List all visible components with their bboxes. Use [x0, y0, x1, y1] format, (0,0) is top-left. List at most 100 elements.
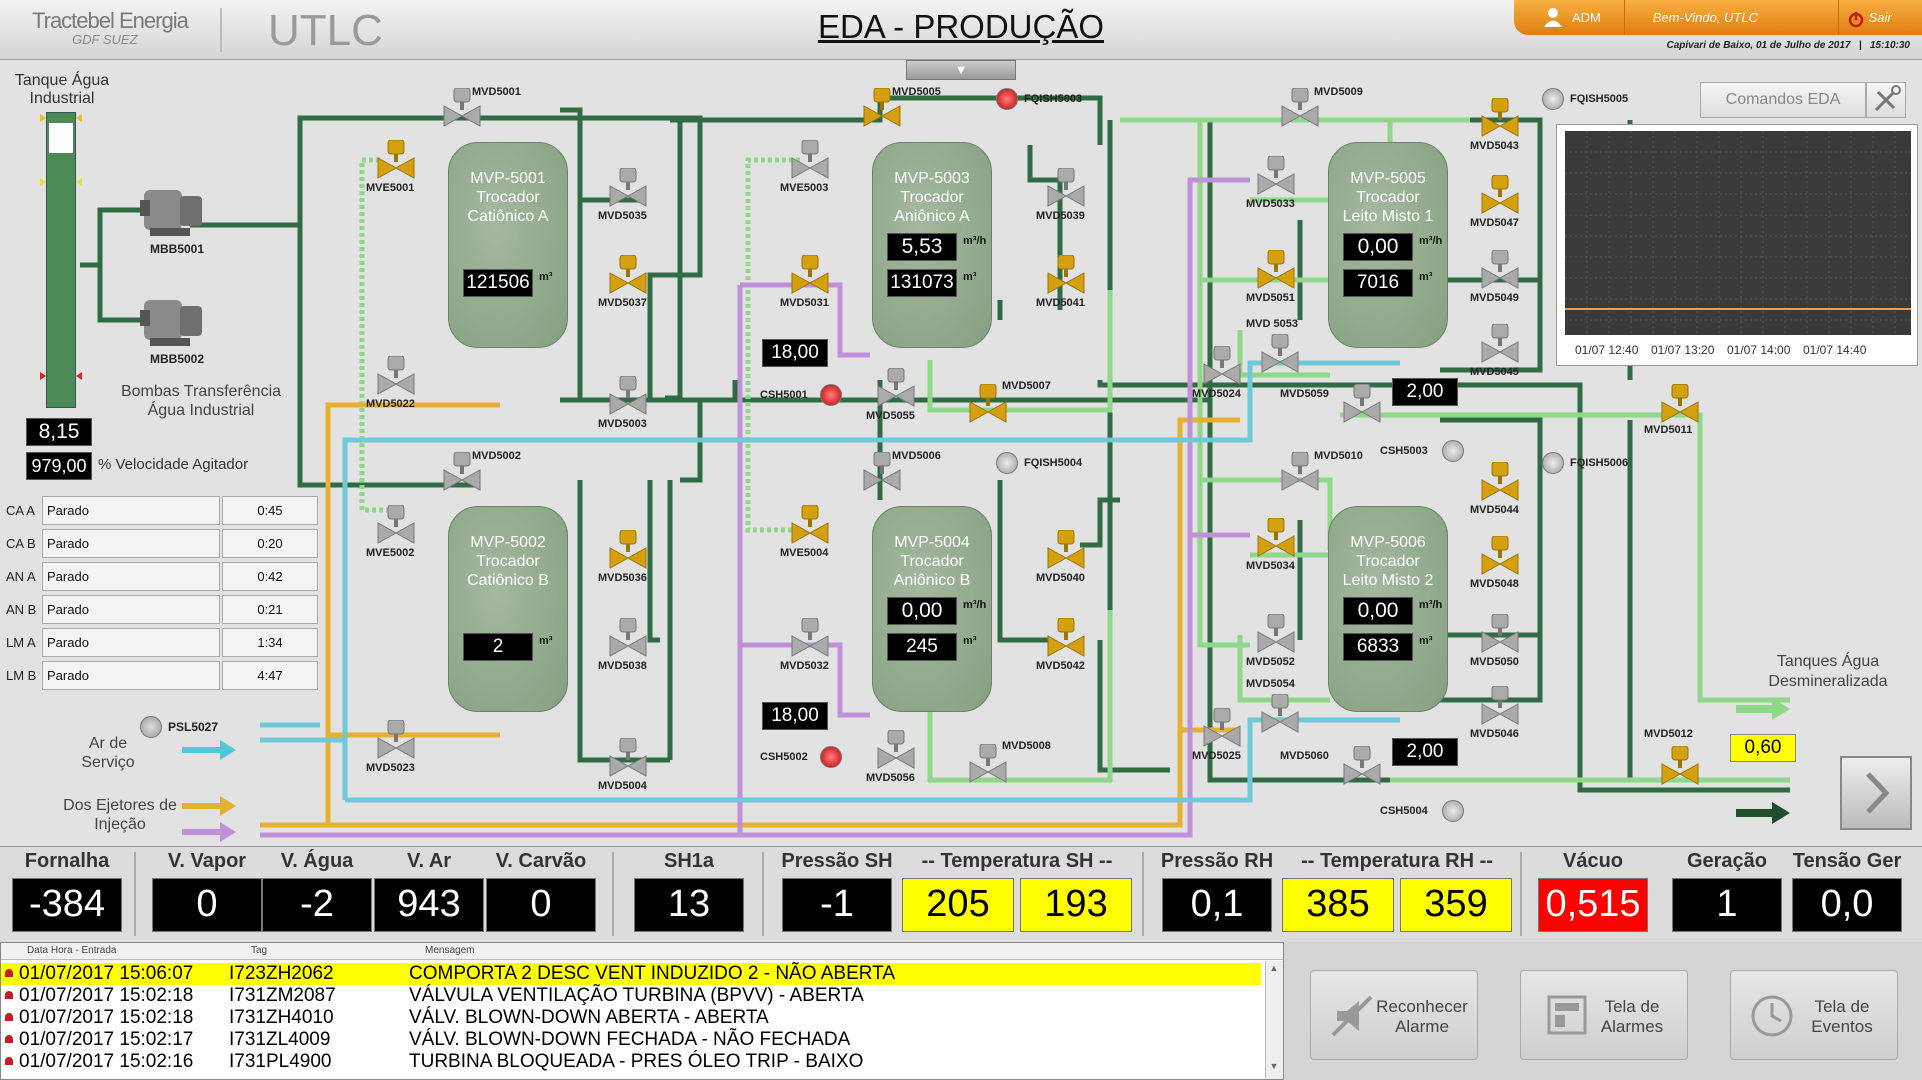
- lamp-tag: CSH5003: [1380, 445, 1428, 457]
- alarm-row[interactable]: 01/07/2017 15:02:18 I731ZM2087 VÁLVULA VEN…: [1, 985, 1261, 1007]
- valve-mvd5052[interactable]: [1256, 613, 1296, 654]
- stat-label: V. Carvão: [495, 850, 587, 872]
- valve-mvd5049[interactable]: [1480, 249, 1520, 290]
- valve-mvd5010[interactable]: [1280, 451, 1320, 492]
- app-name: UTLC: [268, 6, 383, 55]
- demin-tank-label: Tanques Água Desmineralizada: [1768, 653, 1888, 690]
- valve-mvd5050[interactable]: [1480, 613, 1520, 654]
- valve-mve5001[interactable]: [376, 139, 416, 180]
- valve-mvd5024[interactable]: [1202, 345, 1242, 386]
- valve-mvd5041[interactable]: [1046, 254, 1086, 295]
- ack-alarm-button[interactable]: Reconhecer Alarme: [1310, 970, 1478, 1060]
- valve-mvd5037[interactable]: [608, 254, 648, 295]
- next-page-button[interactable]: [1840, 756, 1912, 830]
- csh5004-value: 2,00: [1392, 738, 1458, 766]
- valve-icon: [863, 87, 901, 127]
- valve-tag: MVD5040: [1036, 572, 1085, 584]
- valve-mvd5044[interactable]: [1480, 461, 1520, 502]
- valve-mvd5060[interactable]: [1342, 745, 1382, 786]
- stat-value: 13: [634, 878, 744, 932]
- dropdown-toggle[interactable]: ▼: [906, 60, 1016, 80]
- status-row-time: 0:42: [222, 562, 318, 591]
- trend-chart[interactable]: [1565, 131, 1911, 335]
- chevron-right-icon: [1866, 772, 1890, 814]
- pump-mbb5002[interactable]: [140, 286, 210, 357]
- valve-mvd5043[interactable]: [1480, 97, 1520, 138]
- alarm-screen-button[interactable]: Tela de Alarmes: [1520, 970, 1688, 1060]
- pump-mbb5001[interactable]: [140, 176, 210, 247]
- valve-tag: MVD5033: [1246, 198, 1295, 210]
- valve-mvd5009[interactable]: [1280, 87, 1320, 128]
- tank-id: MVP-5004: [894, 534, 970, 551]
- valve-mve5002[interactable]: [376, 504, 416, 545]
- valve-mvd5003[interactable]: [608, 375, 648, 416]
- valve-mvd5011[interactable]: [1660, 383, 1700, 424]
- valve-mve5003[interactable]: [790, 139, 830, 180]
- scroll-up-icon[interactable]: ▲: [1269, 963, 1279, 973]
- valve-mvd5008[interactable]: [968, 743, 1008, 784]
- valve-mvd5051[interactable]: [1256, 249, 1296, 290]
- valve-mvd5040[interactable]: [1046, 529, 1086, 570]
- valve-mvd5006[interactable]: [862, 451, 902, 492]
- valve-mvd5056[interactable]: [876, 729, 916, 770]
- logout-button[interactable]: Sair: [1838, 0, 1922, 35]
- valve-mve5004[interactable]: [790, 504, 830, 545]
- valve-mvd5032[interactable]: [790, 617, 830, 658]
- valve-mvd5054[interactable]: [1260, 693, 1300, 734]
- clock: 15:10:30: [1869, 40, 1910, 51]
- valve-mvd5038[interactable]: [608, 617, 648, 658]
- event-screen-button[interactable]: Tela de Eventos: [1730, 970, 1898, 1060]
- valve-icon: [443, 451, 481, 491]
- trend-x-tick: 01/07 14:00: [1727, 343, 1791, 357]
- scroll-down-icon[interactable]: ▼: [1269, 1061, 1279, 1071]
- valve-mvd5047[interactable]: [1480, 174, 1520, 215]
- valve-mvd5031[interactable]: [790, 254, 830, 295]
- valve-mvd5039[interactable]: [1046, 167, 1086, 208]
- valve-tag: MVD5038: [598, 660, 647, 672]
- valve-mvd5042[interactable]: [1046, 617, 1086, 658]
- valve-mvd5034[interactable]: [1256, 517, 1296, 558]
- valve-mvd5007[interactable]: [968, 383, 1008, 424]
- valve-mvd5045[interactable]: [1480, 323, 1520, 364]
- flow-unit: m³/h: [1419, 235, 1443, 247]
- alarm-datetime: 01/07/2017 15:02:18: [19, 985, 194, 1006]
- valve-mvd5022[interactable]: [376, 355, 416, 396]
- valve-mvd5059[interactable]: [1342, 383, 1382, 424]
- valve-mvd5005[interactable]: [862, 87, 902, 128]
- valve-mvd5025[interactable]: [1202, 707, 1242, 748]
- status-row-time: 0:21: [222, 595, 318, 624]
- alarm-tag: I731ZM2087: [229, 985, 336, 1006]
- valve-mvd5046[interactable]: [1480, 685, 1520, 726]
- alarm-scrollbar[interactable]: ▲ ▼: [1265, 961, 1283, 1079]
- valve-mvd5033[interactable]: [1256, 155, 1296, 196]
- stat-label: V. Água: [280, 850, 354, 872]
- valve-mvd5023[interactable]: [376, 719, 416, 760]
- tools-button[interactable]: [1866, 82, 1906, 118]
- eda-commands-button[interactable]: Comandos EDA: [1700, 82, 1866, 118]
- valve-mvd5048[interactable]: [1480, 535, 1520, 576]
- valve-icon: [1047, 167, 1085, 207]
- valve-mvd5036[interactable]: [608, 529, 648, 570]
- valve-tag: MVD5054: [1246, 678, 1295, 690]
- valve-mvd5001[interactable]: [442, 87, 482, 128]
- user-name[interactable]: ADM: [1572, 10, 1601, 25]
- valve-mvd5035[interactable]: [608, 167, 648, 208]
- valve-mvd5053[interactable]: [1260, 333, 1300, 374]
- alarm-message: VÁLVULA VENTILAÇÃO TURBINA (BPVV) - ABER…: [409, 985, 864, 1006]
- valve-mvd5012[interactable]: [1660, 745, 1700, 786]
- valve-mvd5004[interactable]: [608, 737, 648, 778]
- valve-icon: [1203, 345, 1241, 385]
- alarm-list[interactable]: Data Hora - Entrada Tag Mensagem 01/07/2…: [0, 942, 1284, 1080]
- valve-mvd5002[interactable]: [442, 451, 482, 492]
- valve-mvd5055[interactable]: [876, 367, 916, 408]
